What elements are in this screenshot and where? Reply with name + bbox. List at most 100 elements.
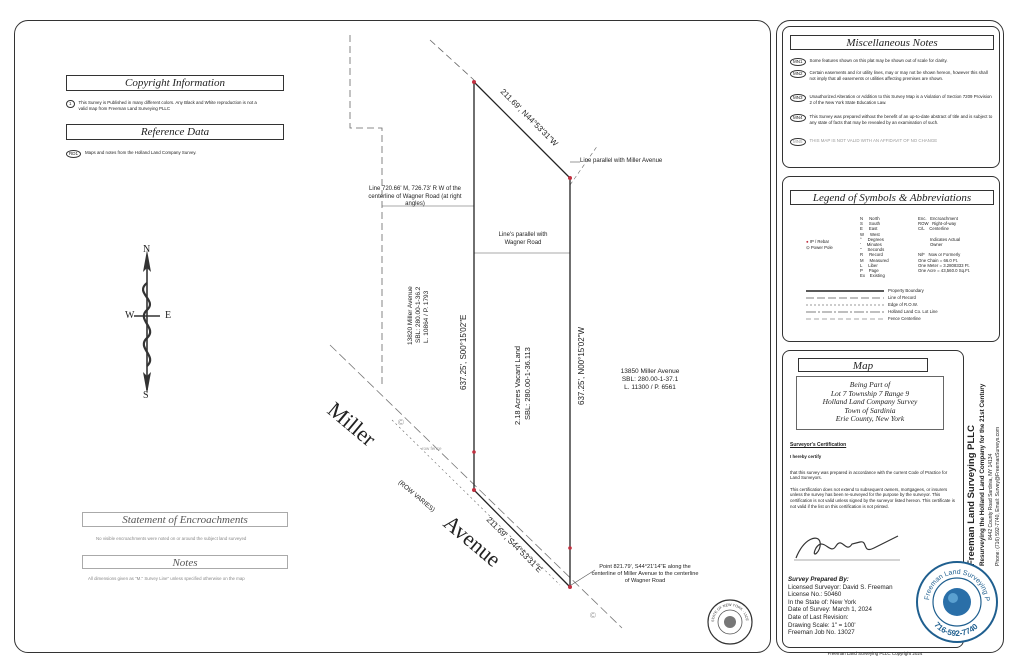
cert-heading: Surveyor's Certification [790, 442, 847, 448]
compass-e: E [165, 310, 172, 321]
company-tagline: Resurveying the Holland Land Company for… [979, 383, 986, 566]
corner-marker [568, 176, 572, 180]
legend-line-label: Line of Record [888, 295, 916, 300]
legend-symbols: ● IP / Rebar ⊙ Power Pole [806, 239, 833, 251]
map-location-box: Being Part of Lot 7 Township 7 Range 9 H… [796, 376, 944, 430]
misc-notes-title: Miscellaneous Notes [790, 35, 994, 50]
east-sbl: SBL: 280.00-1-37.1 [621, 376, 679, 383]
legend-line-samples [806, 290, 884, 320]
east-bearing: 637.25', N00°15'02"W [577, 327, 586, 405]
corner-marker [472, 80, 476, 84]
title-block-frame [776, 20, 1004, 653]
point-note: Point 821.79', S44°21'14"E along the cen… [591, 564, 699, 584]
east-neighbor-block: 13850 Miller Avenue SBL: 280.00-1-37.1 L… [610, 368, 690, 392]
prepared-line: License No.: 50460 [788, 591, 842, 599]
corner-marker [472, 450, 476, 454]
prepared-by: Survey Prepared By: Licensed Surveyor: D… [788, 576, 958, 637]
copyright-title: Copyright Information [66, 75, 284, 91]
note-tag: MN5 [790, 138, 806, 146]
corner-marker [568, 585, 572, 589]
note-tag: 1 [66, 100, 75, 108]
encroach-text: No visible encroachments were noted on o… [96, 536, 247, 541]
map-line: Being Part of [849, 380, 891, 389]
legend-box [782, 176, 1000, 342]
west-sbl: SBL: 280.00-1-36.2 [415, 286, 422, 343]
lot-line [429, 39, 475, 81]
parcel-sbl: SBL: 280.00-1-36.113 [523, 347, 532, 420]
line-from-wagner: Line 720.66' M, 726.73' R W of the cente… [368, 186, 462, 207]
line-parallel-wagner: Line's parallel with Wagner Road [498, 232, 548, 246]
legend-line-labels: Property Boundary Line of Record Edge of… [888, 287, 938, 322]
dimension-line [567, 569, 596, 588]
cert-line: I hereby certify [790, 454, 822, 459]
surveyor-signature [794, 535, 900, 561]
legend-line-label: Edge of R.O.W. [888, 302, 918, 307]
map-line: Lot 7 Township 7 Range 9 [830, 388, 910, 398]
west-neighbor: 13820 Miller Avenue [407, 286, 414, 345]
legend-line-label: Fence Centerline [888, 316, 921, 321]
compass-s: S [143, 390, 149, 401]
row-varies: (ROW VARIES) [397, 479, 436, 514]
reference-text: Maps and notes from the Holland Land Com… [85, 150, 197, 155]
prepared-line: Licensed Surveyor: David S. Freeman [788, 583, 893, 591]
misc-note: MN2 Certain easements and /or utility li… [790, 70, 994, 81]
misc-note-text: This Survey was prepared without the ben… [809, 114, 993, 125]
compass-w: W [125, 310, 135, 321]
reference-title: Reference Data [66, 124, 284, 140]
note-tag: MN2 [790, 70, 806, 78]
west-bearing: 637.25', S00°15'02"E [459, 315, 468, 390]
legend-abbrev-right: Enc. Encroachment ROW Right-of-way C/L C… [918, 216, 971, 274]
parcel-area: 2.18 Acres Vacant Land [513, 346, 522, 425]
prepared-line: Drawing Scale: 1" = 100' [788, 621, 856, 629]
road-edge [329, 344, 623, 629]
parcel-boundary [473, 80, 571, 589]
company-seal-icon: Freeman Land Surveying PLLC 716-592-7740 [915, 560, 998, 643]
reference-note: RD1 Maps and notes from the Holland Land… [66, 150, 286, 158]
legend-abbrev-left: N North S South E East W West ° Degrees … [860, 216, 889, 279]
west-liber: L. 10864 / P. 1793 [423, 290, 430, 343]
legend-symbol: ● IP / Rebar [806, 239, 830, 244]
row-fence: row fence [422, 446, 442, 451]
note-tag: MN3 [790, 94, 806, 102]
copyright-text: This Survey is Published in many differe… [78, 100, 257, 111]
map-title: Map [798, 358, 928, 372]
company-address: 8442 County Road Sardinia, NY 14134 [988, 453, 994, 540]
company-contact: Phone: (716) 592-7740, Email: Survey@Fre… [995, 426, 1001, 566]
north-bearing: 211.69', N44°53'31"W [499, 87, 560, 148]
notes-text: All dimensions given as "M." Survey Line… [88, 576, 245, 581]
east-liber: L. 11300 / P. 6561 [624, 384, 676, 391]
cert-line: that this survey was prepared in accorda… [790, 469, 948, 481]
legend-line-label: Holland Land Co. Lot Line [888, 309, 938, 314]
legend-title: Legend of Symbols & Abbreviations [790, 190, 994, 205]
lot-line [569, 144, 599, 186]
misc-note-text: THIS MAP IS NOT VALID WITH AN AFFIDAVIT … [809, 138, 938, 143]
map-line: Town of Sardinia [844, 405, 896, 415]
corner-marker [472, 488, 476, 492]
note-tag: RD1 [66, 150, 82, 158]
prepared-line: Date of Survey: March 1, 2024 [788, 606, 872, 614]
misc-note: MN1 Some features shown on this plat may… [790, 58, 994, 66]
encroach-title: Statement of Encroachments [82, 512, 288, 527]
centerline-mark: © [398, 418, 404, 427]
north-arrow-icon [134, 250, 160, 394]
misc-notes-box [782, 26, 1000, 168]
prepared-line: In the State of: New York [788, 598, 857, 606]
drawing-frame [14, 20, 771, 653]
east-neighbor: 13850 Miller Avenue [620, 368, 680, 375]
map-info-box [782, 350, 964, 648]
prepared-line: Freeman Job No. 13027 [788, 629, 855, 637]
map-line: Holland Land Company Survey [822, 397, 918, 406]
footer-copyright: Freeman Land Surveying PLLC Copyright 20… [827, 651, 923, 656]
notes-title: Notes [82, 555, 288, 569]
corner-marker [568, 546, 572, 550]
centerline-mark: © [590, 611, 596, 620]
misc-note-text: Some features shown on this plat may be … [809, 58, 948, 63]
legend-symbol: ⊙ Power Pole [806, 245, 833, 250]
plat-drawing: 211.69', N44°53'31"W 211.69', S44°53'31"… [323, 35, 623, 629]
line-parallel-miller: Line parallel with Miller Avenue [580, 158, 663, 164]
prepared-line: Date of Last Revision: [788, 613, 849, 621]
cert-line: This certification does not extend to su… [790, 486, 955, 509]
surveyor-stamp-icon: STATE OF NEW YORK · LICENSED LAND SURVEY… [706, 598, 753, 645]
legend-line-label: Property Boundary [888, 288, 924, 293]
compass-n: N [143, 244, 151, 255]
